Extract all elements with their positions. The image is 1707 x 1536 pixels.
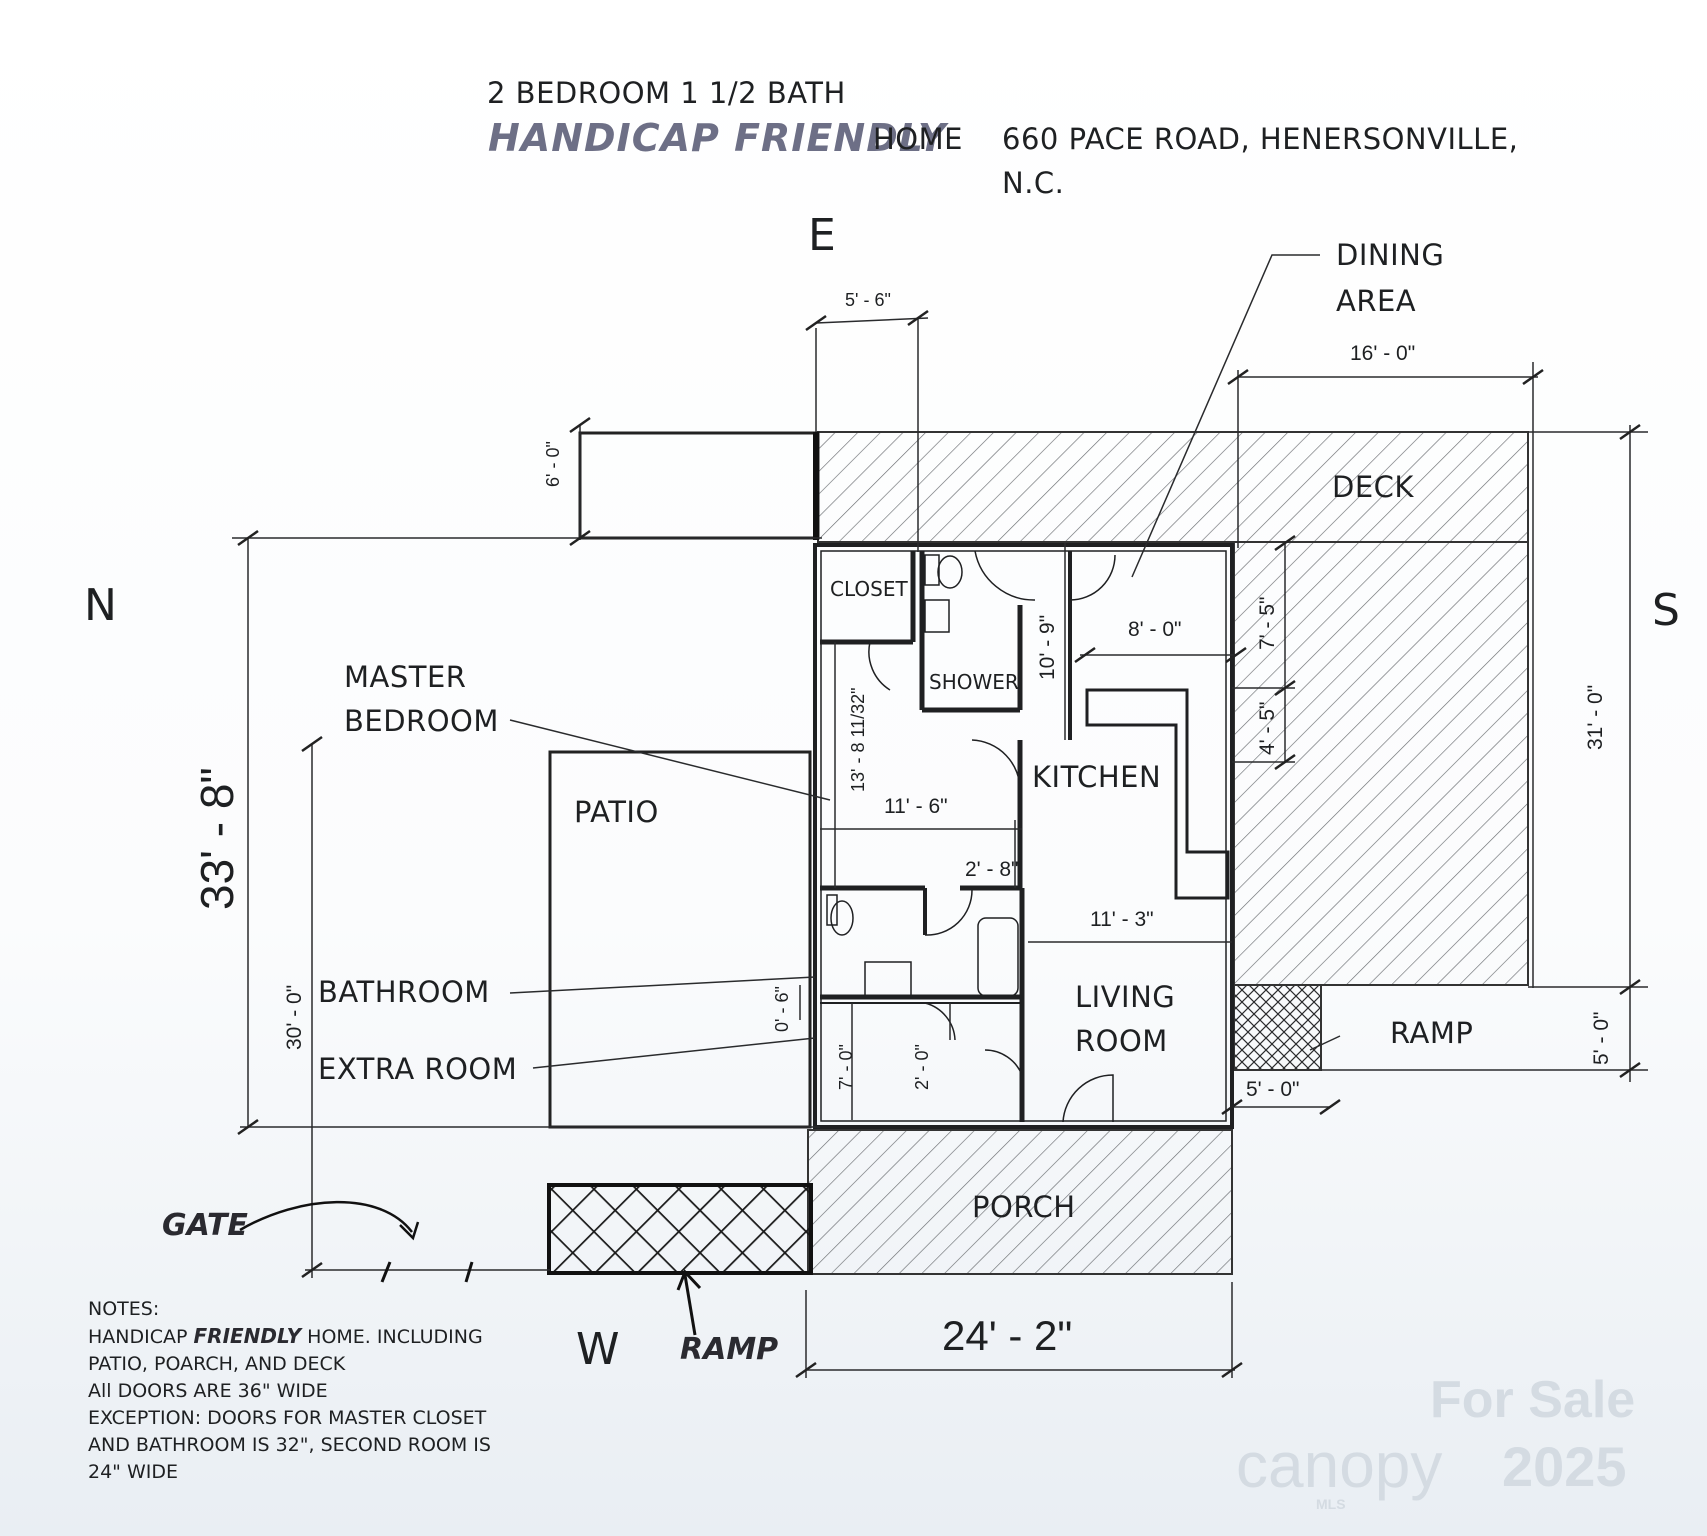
dim-top-5-6: 5' - 6" (845, 290, 891, 310)
room-closet: CLOSET (830, 577, 908, 601)
notes-line-1-hand: FRIENDLY (193, 1324, 302, 1348)
dim-deck-6-0: 6' - 0" (543, 441, 563, 487)
room-porch: PORCH (972, 1190, 1076, 1224)
dim-gap-0-6: 0' - 6" (772, 986, 792, 1032)
dim-kitchen-10-9: 10' - 9" (1036, 614, 1059, 680)
callout-ramp-bottom: RAMP (680, 1332, 779, 1367)
room-shower: SHOWER (929, 670, 1019, 694)
dim-ramp-5-0-horizontal: 5' - 0" (1246, 1078, 1300, 1101)
room-patio: PATIO (574, 795, 659, 829)
address-line-1: 660 PACE ROAD, HENERSONVILLE, (1002, 122, 1519, 156)
dim-deck-16-0: 16' - 0" (1350, 342, 1416, 365)
handwritten-handicap-friendly: HANDICAP FRIENDLY (488, 116, 947, 160)
notes-line-6: 24" WIDE (88, 1461, 178, 1483)
callout-dining-1: DINING (1336, 238, 1445, 272)
dim-living-11-3: 11' - 3" (1090, 908, 1154, 931)
house-walls (813, 543, 1234, 1129)
room-living-2: ROOM (1075, 1024, 1168, 1058)
home-label: HOME (873, 122, 963, 156)
dim-extra-2-0: 2' - 0" (912, 1044, 932, 1090)
dim-deck-7-5: 7' - 5" (1256, 596, 1279, 650)
callout-master-1: MASTER (344, 660, 467, 694)
ramp-bottom-area (547, 1183, 813, 1275)
dim-deck-4-5: 4' - 5" (1256, 701, 1279, 755)
watermark-mls: MLS (1316, 1496, 1346, 1512)
notes-line-5: AND BATHROOM IS 32", SECOND ROOM IS (88, 1434, 491, 1456)
watermark-for-sale: For Sale (1430, 1371, 1636, 1429)
notes-line-2: PATIO, POARCH, AND DECK (88, 1353, 346, 1375)
dim-extra-7-0: 7' - 0" (836, 1044, 856, 1090)
watermark-brand: canopy (1236, 1429, 1443, 1501)
deck-area (817, 431, 1529, 986)
porch-area (807, 1129, 1233, 1275)
watermark-year: 2025 (1502, 1435, 1627, 1498)
callout-bathroom: BATHROOM (318, 975, 490, 1009)
callout-master-2: BEDROOM (344, 704, 499, 738)
callout-gate: GATE (162, 1208, 248, 1243)
compass-south: S (1652, 585, 1680, 636)
plan-subtitle: 2 BEDROOM 1 1/2 BATH (487, 76, 846, 110)
dim-right-31-0: 31' - 0" (1584, 684, 1607, 750)
room-deck: DECK (1332, 470, 1414, 504)
room-kitchen: KITCHEN (1032, 760, 1162, 794)
dimension-lines (232, 254, 1648, 1378)
room-living-1: LIVING (1075, 980, 1176, 1014)
dim-master-11-6: 11' - 6" (884, 795, 948, 818)
notes-line-1-a: HANDICAP (88, 1326, 188, 1348)
ramp-right-area (1233, 984, 1322, 1071)
dim-master-13-8: 13' - 8 11/32" (848, 687, 868, 792)
notes-line-3: All DOORS ARE 36" WIDE (88, 1380, 328, 1402)
entry-box (578, 431, 820, 540)
dim-overall-width: 24' - 2" (942, 1312, 1073, 1359)
callout-extra-room: EXTRA ROOM (318, 1052, 518, 1086)
dimension-ticks (237, 309, 1641, 1379)
compass-east: E (808, 210, 836, 261)
callout-dining-2: AREA (1336, 284, 1417, 318)
dim-ramp-5-0-vertical: 5' - 0" (1590, 1011, 1613, 1065)
dim-kitchen-8-0: 8' - 0" (1128, 618, 1182, 641)
dim-door-2-8: 2' - 8" (965, 858, 1019, 881)
notes-line-1-b: HOME. INCLUDING (307, 1326, 483, 1348)
compass-north: N (84, 580, 117, 631)
notes-line-1: HANDICAP FRIENDLY HOME. INCLUDING (88, 1323, 491, 1351)
notes-block: NOTES: HANDICAP FRIENDLY HOME. INCLUDING… (88, 1296, 491, 1486)
notes-line-4: EXCEPTION: DOORS FOR MASTER CLOSET (88, 1407, 487, 1429)
compass-west: W (576, 1324, 620, 1375)
notes-heading: NOTES: (88, 1298, 160, 1320)
callout-ramp-right: RAMP (1390, 1016, 1474, 1050)
address-line-2: N.C. (1002, 166, 1065, 200)
dim-overall-depth: 33' - 8" (191, 767, 243, 910)
dim-patio-30-0: 30' - 0" (283, 984, 306, 1050)
